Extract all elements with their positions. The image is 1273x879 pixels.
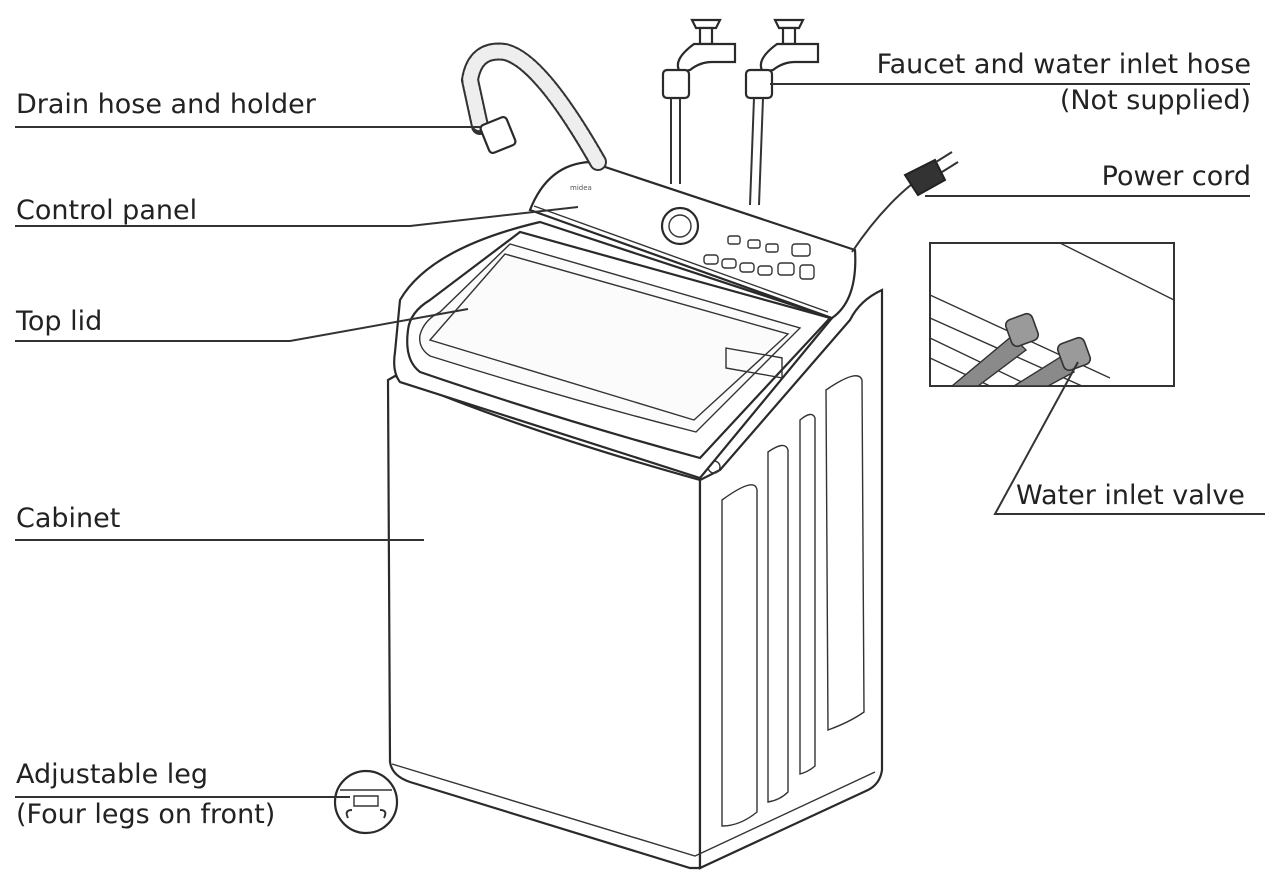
faucet-note: (Not supplied) [1059,85,1251,116]
top-lid-drawing [393,220,834,480]
svg-text:midea: midea [570,184,592,192]
adjustable-leg-label: Adjustable leg [16,759,209,790]
control-panel-drawing: midea [528,160,857,379]
water-inlet-valve-inset [929,242,1175,387]
cabinet-label: Cabinet [16,503,121,534]
faucet-label: Faucet and water inlet hose [876,49,1251,80]
top-lid-label: Top lid [16,306,103,337]
power-cord-label: Power cord [1101,161,1251,192]
drain-hose-label: Drain hose and holder [16,89,316,120]
cabinet-drawing [386,288,884,870]
control-panel-label: Control panel [16,195,198,226]
drain-hose-drawing [460,42,607,171]
water-inlet-valve-label: Water inlet valve [1016,480,1245,511]
leader-lines [15,83,1265,798]
adjustable-leg-note: (Four legs on front) [16,799,276,830]
power-cord-drawing [851,151,959,253]
faucets-drawing [661,18,820,206]
adjustable-leg-detail [333,769,399,835]
